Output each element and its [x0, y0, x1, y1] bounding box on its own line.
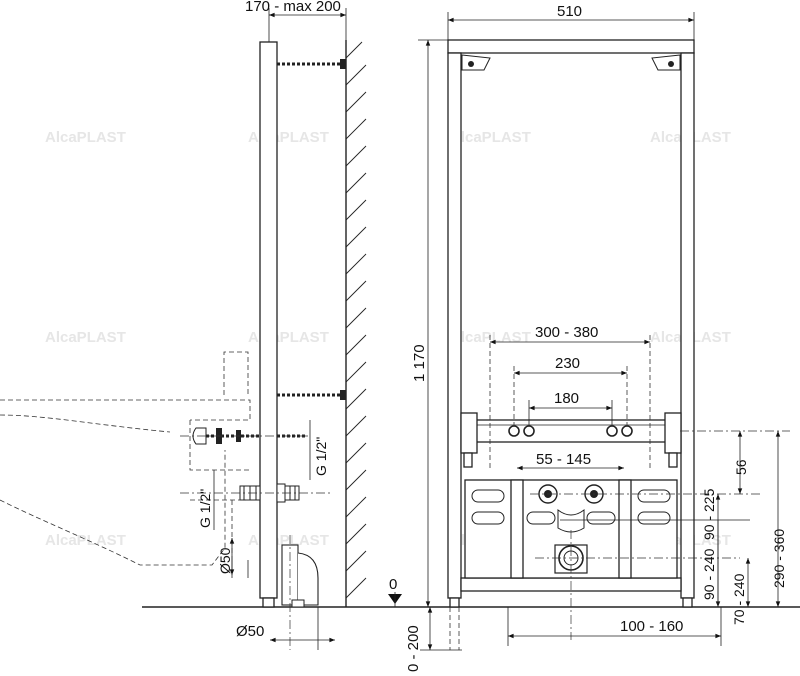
bidet-outline: [0, 351, 251, 566]
frame-column-side: [259, 41, 278, 599]
wall-anchor-bottom: [277, 390, 346, 400]
lower-post-right: [618, 479, 632, 579]
dim-side-depth: 170 - max 200: [245, 0, 341, 15]
wall-anchor-top: [277, 59, 346, 69]
lower-post-left: [510, 479, 524, 579]
front-view: 510 1 170 300 - 380 230 180 55 - 145 56 …: [388, 3, 790, 672]
dim-total-height: 1 170: [411, 344, 428, 382]
drain-support: [557, 508, 585, 533]
dim-h-90-225: 90 - 225: [701, 488, 717, 540]
bolt-hole: [508, 425, 520, 437]
frame-slots: [471, 489, 671, 525]
dim-tap-180: 180: [554, 390, 579, 407]
plate-side-left: [460, 412, 478, 454]
plate-tab-right: [668, 452, 678, 468]
dim-inlet-spacing: 55 - 145: [536, 451, 591, 468]
dim-drain-vertical: Ø50: [217, 547, 233, 574]
frame-foot-left: [449, 597, 460, 608]
frame-foot-right: [682, 597, 693, 608]
plate-tab-left: [463, 452, 473, 468]
watermark: AlcaPLAST: [45, 129, 126, 146]
watermark: AlcaPLAST: [450, 129, 531, 146]
dim-h-290-360: 290 - 360: [771, 529, 787, 588]
dim-thread-wall: G 1/2": [313, 437, 329, 476]
mounting-plate: [464, 419, 678, 443]
plate-side-right: [664, 412, 682, 454]
bolt-hole: [523, 425, 535, 437]
dim-frame-width: 510: [557, 3, 582, 20]
dim-tap-range: 300 - 380: [535, 324, 598, 341]
dim-drain-bottom: Ø50: [236, 623, 264, 640]
bolt-hole: [621, 425, 633, 437]
side-view: 170 - max 200 G 1/2" G 1/2" Ø50 Ø50: [0, 0, 367, 650]
watermark: AlcaPLAST: [45, 329, 126, 346]
dim-h-90-240: 90 - 240: [701, 548, 717, 600]
bracket-right: [651, 54, 681, 71]
drain-elbow: [281, 544, 319, 608]
dim-h-56: 56: [733, 459, 749, 475]
dim-thread-bidet: G 1/2": [197, 489, 213, 528]
frame-top-rail: [447, 39, 695, 54]
frame-foot-side: [262, 597, 275, 608]
dim-h-70-240: 70 - 240: [731, 573, 747, 625]
bolt-hole: [606, 425, 618, 437]
dim-floor-zero: 0: [389, 576, 397, 593]
watermark: AlcaPLAST: [450, 329, 531, 346]
frame-left-post: [447, 52, 462, 599]
dim-floor-adjust: 0 - 200: [405, 625, 422, 672]
wall-hatching: [345, 41, 367, 599]
frame-right-post: [680, 52, 695, 599]
bracket-left: [461, 54, 491, 71]
dim-drain-offset: 100 - 160: [620, 618, 683, 635]
dim-tap-230: 230: [555, 355, 580, 372]
watermark: AlcaPLAST: [45, 532, 126, 549]
